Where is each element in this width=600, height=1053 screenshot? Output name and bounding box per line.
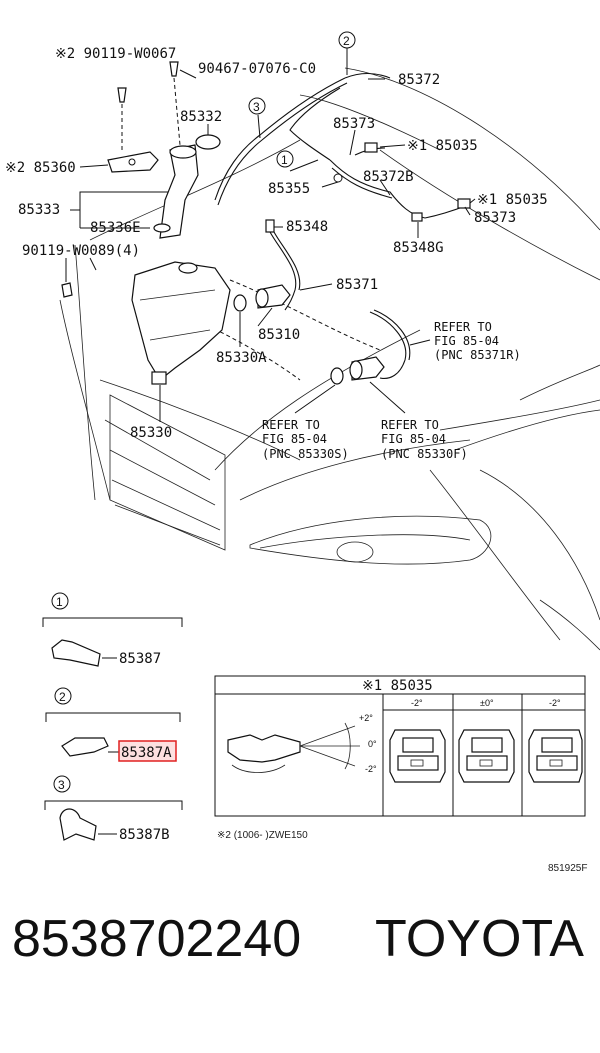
nozzle-85035-upper (364, 142, 378, 153)
svg-text:(PNC 85330S): (PNC 85330S) (262, 447, 349, 461)
figure-code: 851925F (548, 863, 587, 874)
label-85035-top: ※1 85035 (407, 138, 478, 154)
ref-note-85371r: REFER TO FIG 85-04 (PNC 85371R) (434, 320, 521, 362)
label-85348g: 85348G (393, 240, 444, 256)
svg-text:FIG 85-04: FIG 85-04 (381, 432, 446, 446)
label-85372b: 85372B (363, 169, 414, 185)
cap-85332 (195, 134, 221, 150)
label-90467: 90467-07076-C0 (198, 61, 316, 77)
joint-85348g (411, 212, 423, 222)
pump-85310 (255, 284, 291, 309)
angle-mid: 0° (368, 739, 377, 749)
nozzle-85035-lower (457, 198, 471, 209)
washer-tank-85330 (131, 261, 231, 385)
grommet-85330a (233, 294, 247, 312)
label-85373-top: 85373 (333, 116, 375, 132)
gasket-85336e (153, 223, 171, 233)
svg-text:2: 2 (59, 690, 66, 704)
svg-text:(PNC 85330F): (PNC 85330F) (381, 447, 468, 461)
label-85332: 85332 (180, 109, 222, 125)
subgroup-3: 3 85387B (44, 775, 183, 843)
svg-text:1: 1 (56, 595, 63, 609)
col-label-3: -2° (549, 698, 561, 708)
svg-text:REFER TO: REFER TO (381, 418, 439, 432)
angle-up: +2° (359, 713, 373, 723)
brand-name: TOYOTA (375, 910, 584, 968)
label-85371: 85371 (336, 277, 378, 293)
leader-lines (65, 48, 476, 422)
label-85360: ※2 85360 (5, 160, 76, 176)
marker-1-main: 1 (276, 150, 294, 168)
col-label-2: ±0° (480, 698, 494, 708)
label-85387a: 85387A (121, 745, 172, 761)
svg-text:REFER TO: REFER TO (262, 418, 320, 432)
svg-text:3: 3 (58, 778, 65, 792)
label-90119-w0067: ※2 90119-W0067 (55, 46, 176, 62)
detail-title: ※1 85035 (362, 678, 433, 694)
label-85373-mid: 85373 (474, 210, 516, 226)
col-label-1: -2° (411, 698, 423, 708)
clip-85387b (59, 808, 97, 841)
svg-text:FIG 85-04: FIG 85-04 (434, 334, 499, 348)
svg-text:FIG 85-04: FIG 85-04 (262, 432, 327, 446)
marker-3-main: 3 (248, 97, 266, 115)
label-85387b: 85387B (119, 827, 170, 843)
highlight-box-85387a (118, 740, 177, 762)
footer: 8538702240 TOYOTA (0, 905, 600, 1035)
label-85333: 85333 (18, 202, 60, 218)
clamp-85355 (333, 173, 343, 183)
svg-text:3: 3 (253, 100, 260, 114)
nozzle-front-2 (458, 729, 515, 783)
pump-ref-85330f (349, 356, 385, 381)
subgroup-1: 1 85387 (42, 592, 183, 667)
label-85336e: 85336E (90, 220, 141, 236)
label-85387: 85387 (119, 651, 161, 667)
label-85348: 85348 (286, 219, 328, 235)
filler-neck-85333 (159, 144, 199, 239)
clip-85387a (61, 737, 109, 757)
angle-down: -2° (365, 764, 377, 774)
svg-text:(PNC 85371R): (PNC 85371R) (434, 348, 521, 362)
nozzle-front-1 (389, 729, 446, 783)
applicability-note: ※2 (1006- )ZWE150 (217, 830, 308, 841)
label-85372: 85372 (398, 72, 440, 88)
label-85330a: 85330A (216, 350, 267, 366)
callout-labels: ※2 90119-W0067 90467-07076-C0 85372 8533… (5, 46, 548, 441)
clip-85387 (51, 639, 101, 667)
label-90119-w0089: 90119-W0089(4) (22, 243, 140, 259)
svg-text:2: 2 (343, 34, 350, 48)
svg-text:REFER TO: REFER TO (434, 320, 492, 334)
detail-box-85035: ※1 85035 -2° ±0° -2° +2° 0° -2° (214, 675, 586, 817)
ref-note-85330f: REFER TO FIG 85-04 (PNC 85330F) (381, 418, 468, 461)
marker-2-main: 2 (338, 31, 356, 49)
car-body-outline (59, 67, 600, 651)
nozzle-front-3 (528, 729, 583, 783)
subgroup-2: 2 85387A (45, 687, 181, 762)
svg-text:1: 1 (281, 153, 288, 167)
label-85035-mid: ※1 85035 (477, 192, 548, 208)
ref-note-85330s: REFER TO FIG 85-04 (PNC 85330S) (262, 418, 349, 461)
joint-85348 (265, 219, 275, 233)
part-number: 8538702240 (12, 910, 302, 968)
label-85330: 85330 (130, 425, 172, 441)
bolt-90467 (169, 61, 181, 146)
label-85310: 85310 (258, 327, 300, 343)
label-85355: 85355 (268, 181, 310, 197)
clip-90119-w0067 (117, 87, 127, 152)
bolt-90119-w0089 (61, 282, 73, 298)
grommet-ref-85330s (330, 367, 344, 385)
